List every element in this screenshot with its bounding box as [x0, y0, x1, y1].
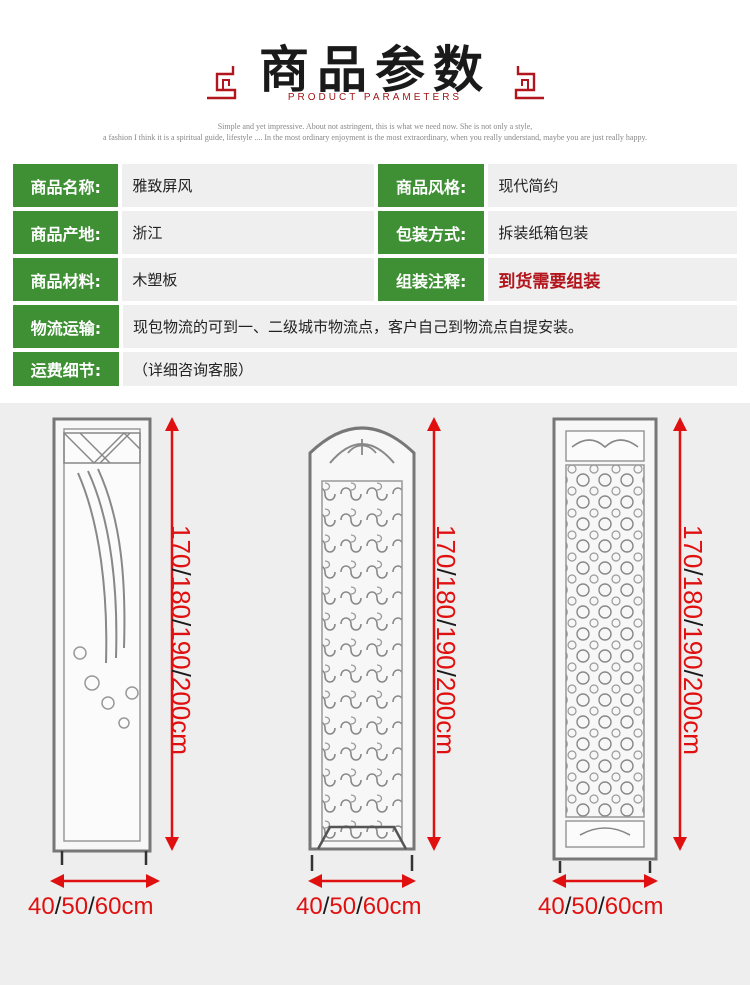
logistics-label: 物流运输: — [13, 305, 119, 348]
arrow-right-icon — [402, 874, 416, 888]
style-value: 现代简约 — [488, 164, 738, 207]
assembly-value: 到货需要组装 — [488, 258, 738, 301]
tagline-line-1: Simple and yet impressive. About not ast… — [217, 122, 533, 131]
chinese-corner-ornament-right-icon — [514, 66, 544, 100]
origin-value: 浙江 — [122, 211, 374, 254]
param-row: 商品材料: 木塑板 组装注释: 到货需要组装 — [13, 258, 738, 301]
width-dimension-label: 40/50/60cm — [296, 893, 422, 920]
screen-drawings — [50, 417, 687, 888]
width-dimension-label: 40/50/60cm — [538, 893, 664, 920]
screen-left-illustration — [52, 417, 152, 865]
package-label: 包装方式: — [378, 211, 485, 254]
arrow-left-icon — [50, 874, 64, 888]
product-size-illustration: 170/180/190/200cm 170/180/190/200cm 170/… — [0, 403, 750, 985]
page-subtitle: PRODUCT PARAMETERS — [287, 92, 463, 103]
arrow-left-icon — [308, 874, 322, 888]
height-dimension-label: 170/180/190/200cm — [166, 525, 196, 755]
param-row: 物流运输: 现包物流的可到一、二级城市物流点，客户自己到物流点自提安装。 — [13, 305, 737, 348]
screen-right-illustration — [552, 417, 658, 873]
name-value: 雅致屏风 — [122, 164, 374, 207]
parameter-table: 商品名称: 雅致屏风 商品风格: 现代简约 商品产地: 浙江 包装方式: 拆装纸… — [13, 164, 738, 390]
param-row: 运费细节: （详细咨询客服） — [13, 352, 737, 386]
assembly-label: 组装注释: — [378, 258, 485, 301]
arrow-right-icon — [146, 874, 160, 888]
arrow-right-icon — [644, 874, 658, 888]
arrow-down-icon — [673, 837, 687, 851]
width-dimension-label: 40/50/60cm — [28, 893, 154, 920]
tagline-line-2: a fashion I think it is a spiritual guid… — [103, 133, 647, 142]
param-row: 商品名称: 雅致屏风 商品风格: 现代简约 — [13, 164, 738, 207]
arrow-up-icon — [165, 417, 179, 431]
param-row: 商品产地: 浙江 包装方式: 拆装纸箱包装 — [13, 211, 738, 254]
page-title: 商品参数 — [259, 40, 491, 99]
name-label: 商品名称: — [13, 164, 119, 207]
shipping-label: 运费细节: — [13, 352, 119, 386]
screen-middle-illustration — [308, 426, 416, 871]
header: 商品参数 PRODUCT PARAMETERS Simple and yet i… — [0, 0, 750, 160]
origin-label: 商品产地: — [13, 211, 119, 254]
height-dimension-label: 170/180/190/200cm — [678, 525, 708, 755]
arrow-up-icon — [427, 417, 441, 431]
package-value: 拆装纸箱包装 — [488, 211, 738, 254]
height-dimension-label: 170/180/190/200cm — [431, 525, 461, 755]
arrow-up-icon — [673, 417, 687, 431]
arrow-left-icon — [552, 874, 566, 888]
style-label: 商品风格: — [378, 164, 485, 207]
shipping-value: （详细咨询客服） — [123, 352, 737, 386]
width-arrows — [50, 874, 658, 888]
arrow-down-icon — [165, 837, 179, 851]
logistics-value: 现包物流的可到一、二级城市物流点，客户自己到物流点自提安装。 — [123, 305, 737, 348]
material-label: 商品材料: — [13, 258, 119, 301]
height-arrows — [165, 417, 687, 851]
material-value: 木塑板 — [122, 258, 374, 301]
chinese-corner-ornament-left-icon — [207, 66, 237, 100]
arrow-down-icon — [427, 837, 441, 851]
